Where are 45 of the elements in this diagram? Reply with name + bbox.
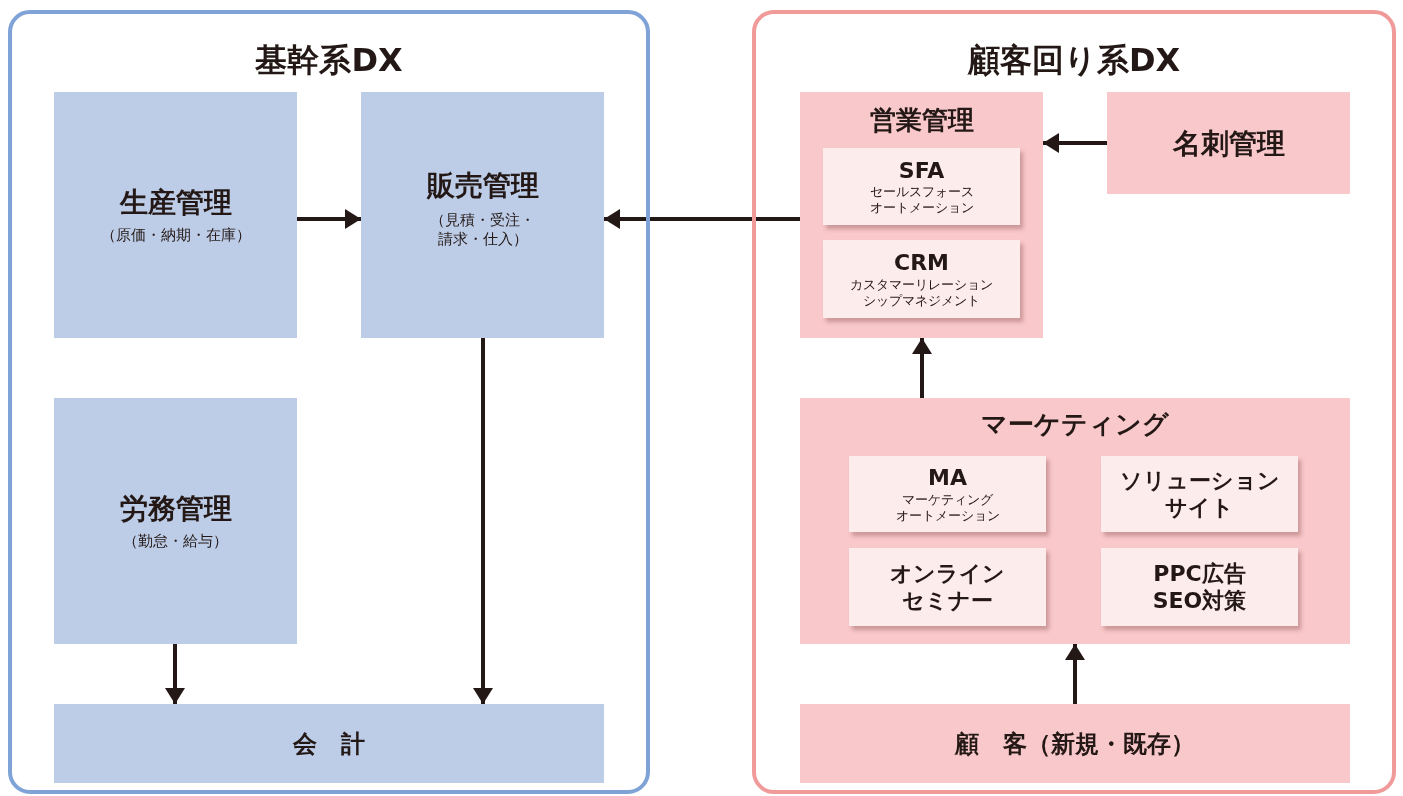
arrow bbox=[912, 338, 932, 398]
process-box bbox=[800, 92, 1043, 338]
process-box bbox=[361, 92, 604, 338]
process-box bbox=[800, 704, 1350, 783]
process-box bbox=[823, 148, 1020, 225]
box-title: マーケティング bbox=[981, 408, 1169, 441]
process-box bbox=[1107, 92, 1350, 194]
arrow bbox=[1043, 133, 1107, 153]
box-subtitle: マーケティングオートメーション bbox=[895, 491, 1000, 524]
box-subtitle: （原価・納期・在庫） bbox=[100, 226, 251, 245]
process-box bbox=[54, 398, 297, 644]
process-box bbox=[800, 398, 1350, 644]
arrow bbox=[165, 644, 185, 704]
box-subtitle: カスタマーリレーションシップマネジメント bbox=[850, 276, 993, 309]
box-title: 会 計 bbox=[293, 728, 365, 759]
process-box bbox=[849, 548, 1046, 626]
box-title: ソリューションサイト bbox=[1119, 466, 1280, 522]
panel-frame bbox=[8, 10, 650, 794]
box-subtitle: （見積・受注・請求・仕入） bbox=[430, 211, 535, 249]
process-box bbox=[1101, 456, 1298, 532]
panel-frame bbox=[752, 10, 1396, 794]
process-box bbox=[849, 456, 1046, 532]
process-box bbox=[54, 92, 297, 338]
box-title: オンラインセミナー bbox=[890, 559, 1005, 615]
box-title: 名刺管理 bbox=[1172, 125, 1285, 161]
box-title: 販売管理 bbox=[426, 168, 539, 203]
box-title: 労務管理 bbox=[119, 491, 232, 527]
process-box bbox=[54, 704, 604, 783]
process-box bbox=[823, 240, 1020, 318]
panel-heading: 基幹系DX bbox=[255, 40, 403, 80]
box-title: CRM bbox=[894, 249, 949, 277]
box-title: 顧 客（新規・既存） bbox=[955, 728, 1195, 759]
box-subtitle: （勤怠・給与） bbox=[123, 532, 228, 551]
process-box bbox=[1101, 548, 1298, 626]
box-title: SFA bbox=[898, 156, 945, 184]
arrow bbox=[473, 338, 493, 704]
arrow bbox=[1065, 644, 1085, 704]
box-title: 生産管理 bbox=[119, 185, 232, 221]
box-title: PPC広告 SEO対策 bbox=[1151, 559, 1248, 615]
box-title: 営業管理 bbox=[869, 104, 974, 137]
arrow bbox=[297, 209, 361, 229]
box-subtitle: セールスフォースオートメーション bbox=[869, 184, 974, 217]
box-title: MA bbox=[928, 464, 967, 492]
panel-heading: 顧客回り系DX bbox=[967, 40, 1181, 80]
arrow bbox=[604, 209, 800, 229]
